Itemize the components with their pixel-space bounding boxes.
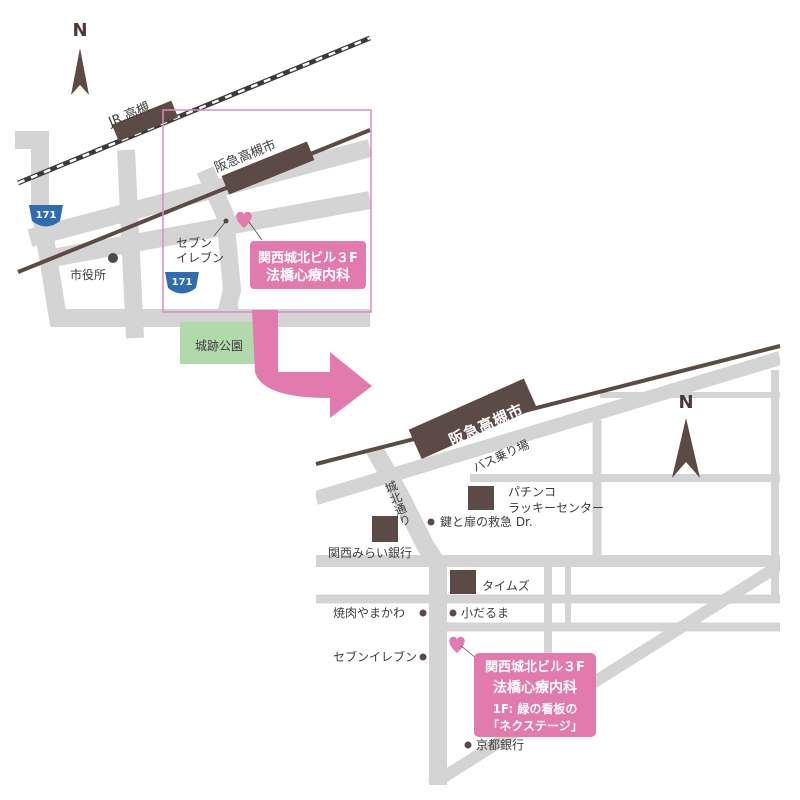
kodaruma-dot xyxy=(449,609,457,617)
pachinko-label-2: ラッキーセンター xyxy=(508,501,604,515)
overview-map: JR 高槻 阪急高槻市 171 171 市役所 セブン イレブン 関西城北ビル３… xyxy=(15,35,373,364)
seven-eleven-detail-dot xyxy=(419,653,427,661)
pachinko-building xyxy=(468,486,494,510)
detail-map: 阪急高槻市 バス乗り場 城北通り パチンコ ラッキーセンター 関西みらい銀行 鍵… xyxy=(315,344,781,785)
heart-marker-detail-icon xyxy=(449,636,465,653)
overview-clinic-line2: 法橋心療内科 xyxy=(266,267,350,284)
park-label: 城跡公園 xyxy=(195,338,243,353)
detail-clinic-line2: 法橋心療内科 xyxy=(493,679,577,696)
hankyu-station-block xyxy=(221,141,315,195)
route-171-shield-bottom: 171 xyxy=(165,272,199,294)
detail-clinic-line4: 「ネクステージ」 xyxy=(487,718,582,733)
city-hall-label: 市役所 xyxy=(70,267,106,282)
castle-park xyxy=(180,322,258,364)
key-shop-label: 鍵と扉の救急 Dr. xyxy=(440,514,533,529)
north-arrow-detail-icon: N xyxy=(672,392,700,478)
overview-clinic-line1: 関西城北ビル３F xyxy=(258,250,358,266)
hankyu-railway-detail xyxy=(315,344,781,466)
hankyu-station-detail xyxy=(408,378,537,460)
kansai-bank-building xyxy=(372,516,398,542)
kodaruma-label: 小だるま xyxy=(461,606,509,620)
city-hall-dot xyxy=(108,253,118,263)
route-171-shield-top: 171 xyxy=(29,205,63,227)
times-label: タイムズ xyxy=(482,578,530,593)
seven-eleven-label-2: イレブン xyxy=(176,250,224,265)
svg-text:171: 171 xyxy=(36,210,57,221)
yakiniku-label: 焼肉やまかわ xyxy=(333,606,405,620)
kansai-bank-label: 関西みらい銀行 xyxy=(328,546,412,560)
north-arrow-overview-icon: N xyxy=(71,20,89,95)
detail-roads xyxy=(316,351,780,785)
seven-eleven-detail-label: セブンイレブン xyxy=(333,649,417,664)
heart-marker-icon xyxy=(236,211,252,228)
detail-clinic-box xyxy=(474,653,596,737)
detail-clinic-line3: 1F: 緑の看板の xyxy=(493,701,578,716)
svg-text:N: N xyxy=(678,392,693,413)
jr-station-block xyxy=(111,100,179,142)
detail-clinic-line1: 関西城北ビル３F xyxy=(485,659,585,675)
svg-text:N: N xyxy=(72,20,87,41)
overview-clinic-box xyxy=(250,241,366,289)
times-building xyxy=(450,570,476,594)
kyoto-bank-label: 京都銀行 xyxy=(476,738,524,752)
svg-text:171: 171 xyxy=(172,277,193,288)
yakiniku-dot xyxy=(419,609,427,617)
seven-eleven-label-1: セブン xyxy=(176,235,212,250)
zoom-arrow-icon xyxy=(252,310,372,418)
kyoto-bank-dot xyxy=(464,741,472,749)
key-shop-dot xyxy=(427,518,435,526)
pachinko-label-1: パチンコ xyxy=(508,485,556,499)
